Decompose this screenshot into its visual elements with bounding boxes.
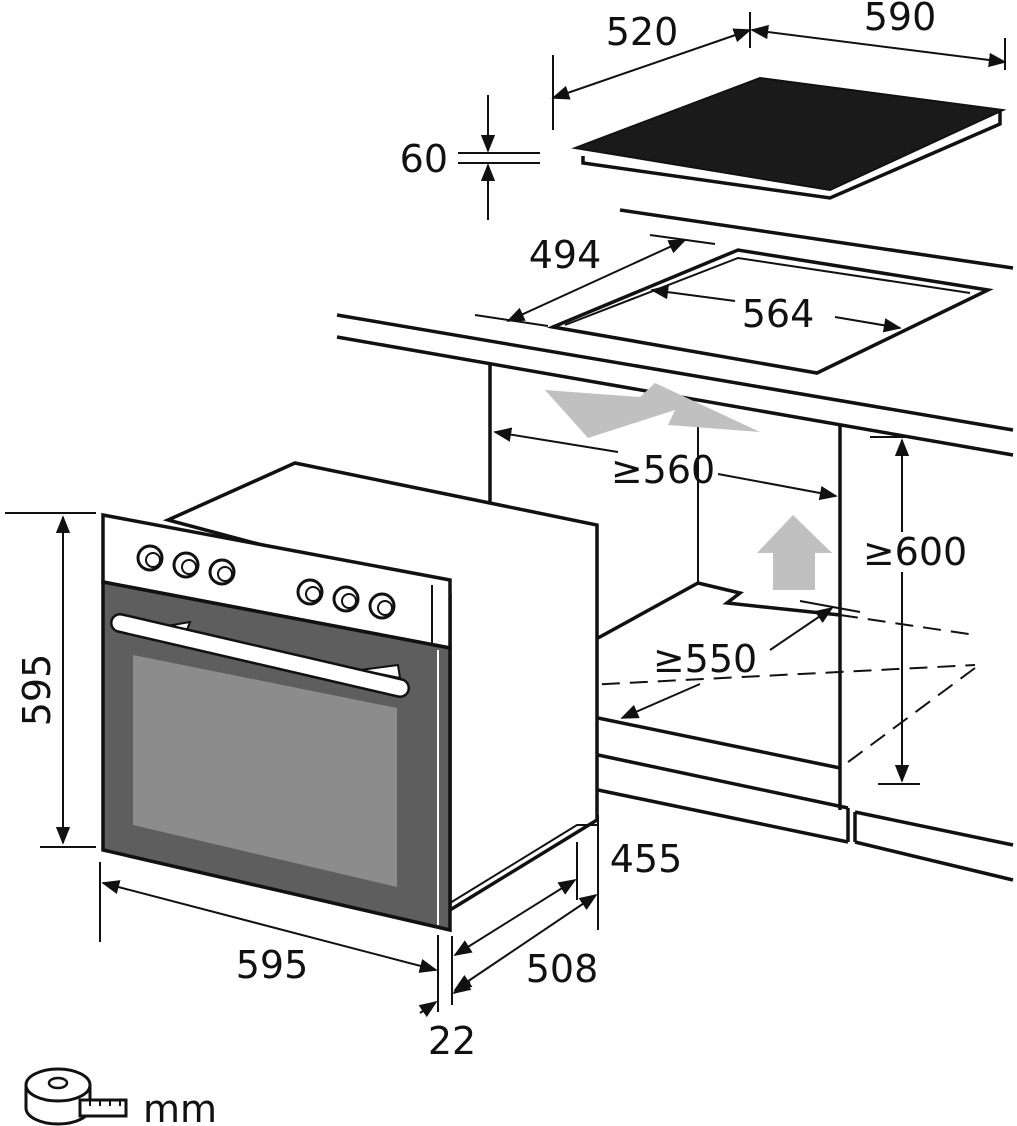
hob-edge bbox=[581, 112, 1002, 200]
oven-knob-left-1-cap bbox=[145, 552, 161, 568]
hob-depth-label: 520 bbox=[606, 10, 679, 54]
hob-glass-top bbox=[571, 76, 1007, 192]
unit-legend: mm bbox=[24, 1067, 217, 1126]
niche-width-dimension: ≥560 bbox=[493, 427, 838, 501]
tape-measure-icon bbox=[24, 1067, 128, 1126]
cutout-width-dimension: 564 bbox=[650, 284, 902, 336]
front-panel-label: 22 bbox=[428, 1019, 476, 1063]
hob-height-label: 60 bbox=[400, 137, 448, 181]
oven-knob-right-3-cap bbox=[377, 600, 393, 616]
cutout-width-label: 564 bbox=[742, 292, 815, 336]
niche-width-label: ≥560 bbox=[611, 448, 715, 492]
oven-knob-left-1 bbox=[136, 544, 164, 572]
niche-depth-dimension: ≥550 bbox=[620, 600, 861, 719]
oven-knob-right-2-cap bbox=[341, 593, 357, 609]
oven-height-dimension: 595 bbox=[5, 512, 96, 848]
cabinet-niche bbox=[488, 365, 1014, 882]
niche-height-label: ≥600 bbox=[863, 530, 967, 574]
front-panel-dimension: 22 bbox=[418, 977, 476, 1063]
hob-depth-dimension: 520 bbox=[551, 10, 752, 130]
oven-window bbox=[133, 655, 397, 887]
oven-depth-dimension: 508 455 bbox=[451, 815, 683, 1005]
oven-knob-right-2 bbox=[332, 585, 360, 613]
oven-width-label: 595 bbox=[236, 943, 309, 987]
oven-knob-left-2-cap bbox=[181, 559, 197, 575]
oven-knobs bbox=[136, 544, 396, 620]
oven bbox=[101, 461, 599, 933]
oven-knob-right-3 bbox=[368, 592, 396, 620]
hob-height-dimension: 60 bbox=[400, 95, 540, 220]
cutout-depth-label: 494 bbox=[529, 233, 602, 277]
airflow-arrow-horizontal-icon bbox=[545, 383, 760, 438]
oven-door-handle bbox=[112, 615, 408, 696]
unit-label: mm bbox=[143, 1087, 217, 1126]
niche-depth-label: ≥550 bbox=[653, 637, 757, 681]
airflow-arrow-up-icon bbox=[757, 515, 832, 590]
hob-width-dimension: 590 bbox=[749, 0, 1007, 70]
oven-height-label: 595 bbox=[15, 654, 59, 727]
oven-rear-height-label: 455 bbox=[610, 837, 683, 881]
oven-knob-left-3 bbox=[208, 558, 236, 586]
oven-knob-right-1 bbox=[296, 578, 324, 606]
oven-knob-right-1-cap bbox=[305, 586, 321, 602]
oven-width-dimension: 595 bbox=[99, 862, 439, 1012]
niche-height-dimension: ≥600 bbox=[863, 436, 967, 785]
airflow-arrows bbox=[545, 383, 832, 590]
hob bbox=[571, 76, 1007, 200]
oven-knob-left-2 bbox=[172, 551, 200, 579]
oven-depth-label: 508 bbox=[526, 947, 599, 991]
oven-knob-left-3-cap bbox=[217, 566, 233, 582]
cutout-depth-dimension: 494 bbox=[474, 233, 716, 327]
hob-width-label: 590 bbox=[864, 0, 937, 39]
